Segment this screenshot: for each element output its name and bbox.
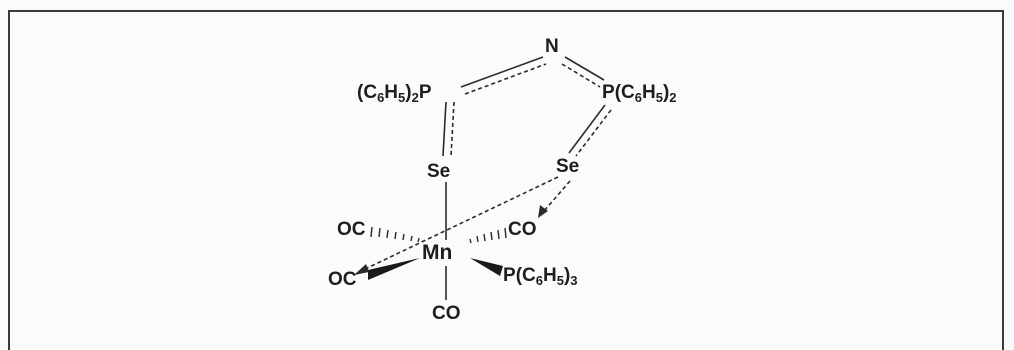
bond-seright-oc-dashed [362,176,559,271]
bond-pright-seright-dashed [575,109,612,157]
figure-frame [8,10,1004,350]
ligand-triphenylphosphine: P(C6H5)3 [503,265,578,288]
ligand-co-upper-left: OC [337,219,366,240]
atom-mn: Mn [422,241,453,264]
bond-pleft-n-dashed [464,63,547,95]
atom-se-right: Se [556,156,580,177]
ligand-co-upper-right: CO [508,219,537,240]
ligand-co-bottom: CO [432,303,461,324]
atom-n: N [545,36,559,57]
hashed-wedge-upper-left [370,226,420,243]
group-diphenyl-left: (C6H5)2P [357,82,432,105]
solid-wedge-lower-right [470,258,503,276]
bond-pright-seright-solid [568,104,606,154]
group-diphenyl-right: P(C6H5)2 [602,82,677,105]
hashed-wedge-upper-right [469,227,507,244]
atom-se-left: Se [427,161,451,182]
arrowhead-left [354,264,369,275]
bond-n-pright-dashed [561,63,601,88]
atom-p-pph3: P [503,265,516,286]
bond-seright-co-dashed [543,180,571,212]
arrowhead-right [538,205,548,218]
atom-p-right: P [602,82,615,103]
atom-p-left: P [418,82,432,103]
bond-n-pright-solid [564,56,605,81]
bond-pleft-n-solid [460,56,544,88]
ligand-co-lower-left: OC [328,269,357,290]
bond-pleft-seleft-dashed [450,101,455,157]
solid-wedge-lower-left [368,258,420,280]
bond-pleft-seleft-solid [442,101,447,157]
